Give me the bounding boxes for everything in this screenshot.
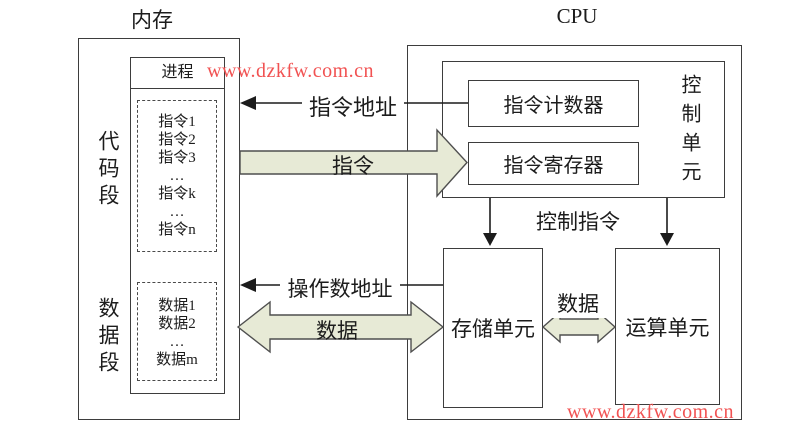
control-unit-label: 控制单元 — [678, 74, 700, 190]
list-item: … — [169, 204, 185, 220]
data-internal-label: 数据 — [545, 288, 611, 318]
data-segment-box: 数据1 数据2 … 数据m — [137, 282, 217, 381]
list-item: 指令n — [158, 222, 196, 238]
list-item: … — [169, 168, 185, 184]
code-segment-label: 代码段 — [96, 130, 120, 211]
storage-unit-label: 存储单元 — [451, 317, 535, 341]
storage-unit-box: 存储单元 — [443, 248, 543, 408]
list-item: 数据1 — [158, 298, 196, 314]
memory-box — [78, 38, 240, 420]
cpu-box — [407, 45, 742, 420]
control-instruction-label: 控制指令 — [530, 206, 626, 236]
data-segment-label: 数据段 — [96, 297, 120, 378]
list-item: 指令1 — [158, 114, 196, 130]
code-segment-box: 指令1 指令2 指令3 … 指令k … 指令n — [137, 100, 217, 252]
list-item: … — [169, 334, 185, 350]
list-item: 指令3 — [158, 150, 196, 166]
cpu-title: CPU — [556, 4, 598, 28]
instruction-counter-box: 指令计数器 — [468, 80, 639, 127]
arithmetic-unit-label: 运算单元 — [625, 315, 710, 340]
list-item: 指令k — [158, 186, 196, 202]
instruction-register-label: 指令寄存器 — [503, 155, 604, 177]
data-memory-label: 数据 — [316, 319, 358, 343]
instruction-register-box: 指令寄存器 — [468, 142, 639, 185]
instruction-address-arrowhead-icon — [240, 96, 256, 110]
process-header: 进程 — [131, 58, 224, 89]
list-item: 数据m — [156, 352, 198, 368]
instruction-address-label: 指令地址 — [302, 90, 404, 122]
operand-address-arrowhead-icon — [240, 278, 256, 292]
operand-address-label: 操作数地址 — [280, 273, 400, 303]
instruction-label: 指令 — [332, 154, 374, 178]
memory-title: 内存 — [131, 8, 173, 32]
list-item: 数据2 — [158, 316, 196, 332]
instruction-counter-label: 指令计数器 — [503, 95, 604, 117]
list-item: 指令2 — [158, 132, 196, 148]
arithmetic-unit-box: 运算单元 — [615, 248, 720, 405]
watermark-bottom: www.dzkfw.com.cn — [567, 401, 735, 423]
watermark-top: www.dzkfw.com.cn — [207, 60, 375, 82]
